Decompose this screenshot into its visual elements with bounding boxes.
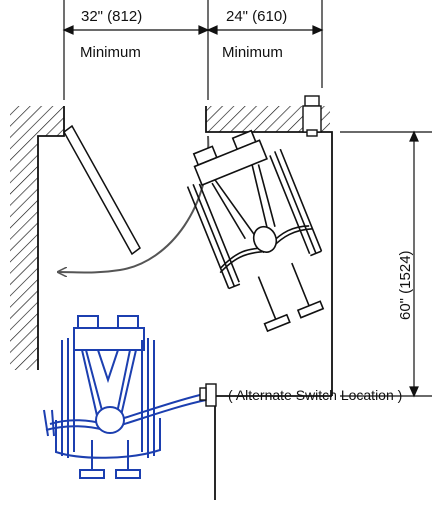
door-leaf [63,124,141,256]
door-width-dimension: 32" (812) [81,8,142,25]
depth-dimension-lines [340,130,432,398]
alternate-switch-label: ( Alternate Switch Location ) [228,387,402,403]
switch-device-top [302,95,322,137]
depth-dimension-label: 60" (1524) [397,250,414,320]
latch-clearance-dimension: 24" (610) [226,8,287,25]
wheelchair-user-inside [186,129,325,333]
latch-clearance-minimum-label: Minimum [222,44,283,61]
door-width-minimum-label: Minimum [80,44,141,61]
switch-device-alternate [199,383,217,407]
top-dimensions [62,0,324,100]
wall-outlines [37,106,333,500]
wheelchair-user-outside [43,315,207,479]
